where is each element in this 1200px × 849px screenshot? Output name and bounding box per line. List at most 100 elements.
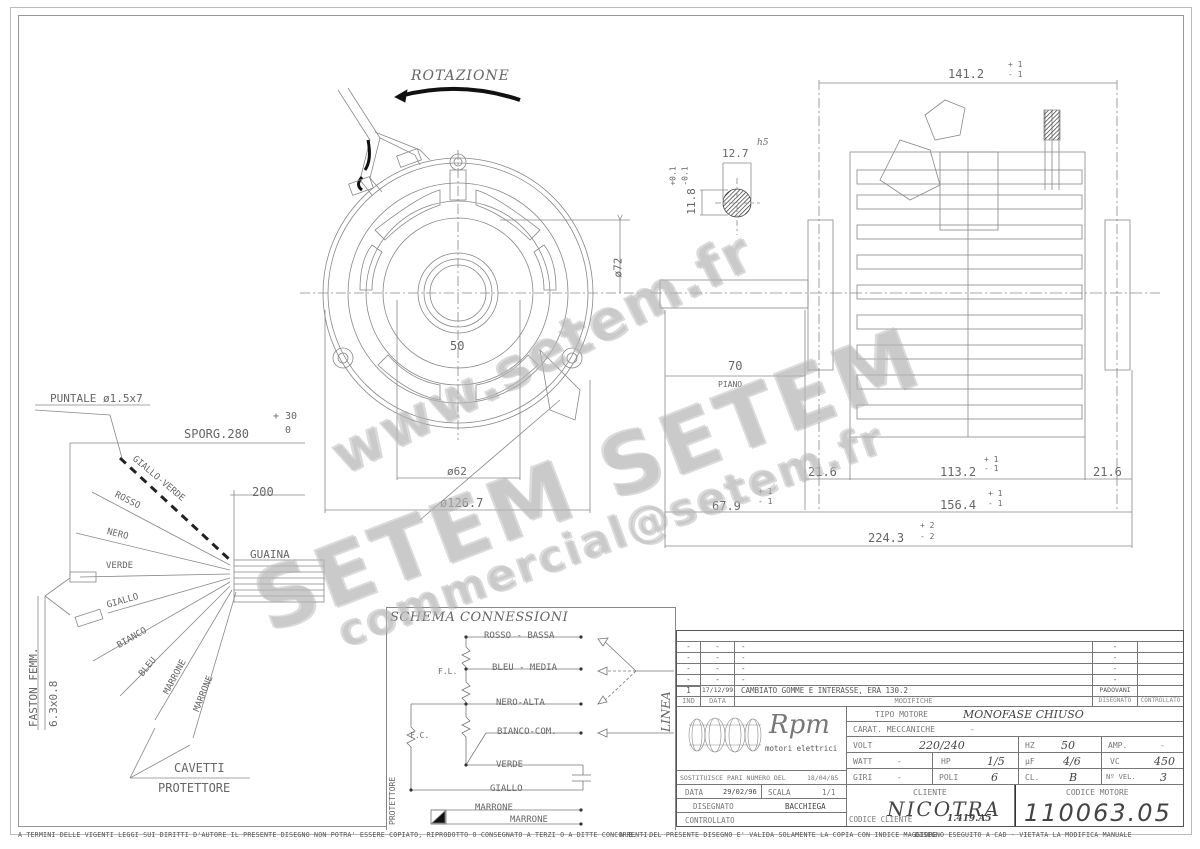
rev-ind: - [677, 664, 701, 675]
rev-ind: 1 [677, 686, 701, 697]
codice-motore-value: 110063.05 [1024, 799, 1172, 826]
rev-ind: - [677, 642, 701, 653]
footer-copyright: A TERMINI DELLE VIGENTI LEGGI SUI DIRITT… [18, 831, 652, 839]
dim-113: 113.2 [940, 465, 977, 479]
shaft-section [700, 162, 760, 235]
rev-data: 17/12/99 [701, 686, 735, 697]
giri-value: - [897, 773, 902, 782]
rev-header-disegnato: DISEGNATO [1093, 697, 1138, 707]
disegnato-cell: DISEGNATO BACCHIEGA [677, 799, 847, 813]
dim-200: 200 [252, 485, 274, 499]
watt-value: - [897, 757, 902, 766]
dim-shaft-width: 12.7 [722, 147, 749, 160]
amp-value: - [1160, 741, 1165, 750]
uf-value: 4/6 [1063, 755, 1081, 768]
dim-67-9-tol-plus: + 1 [758, 487, 773, 496]
dim-21-6-right: 21.6 [1093, 465, 1122, 479]
schema-line-rosso-bassa: ROSSO - BASSA [484, 631, 555, 641]
scala-label: SCALA [768, 788, 791, 797]
nvel-cell: Nº VEL. 3 [1102, 769, 1183, 785]
hp-value: 1/5 [987, 755, 1005, 768]
codice-cliente-label: CODICE CLIENTE [849, 815, 913, 824]
schema-line-verde: VERDE [496, 760, 524, 770]
uf-label: µF [1025, 757, 1035, 766]
codice-cliente-value: 1.419.A5 [947, 814, 992, 824]
rev-disegnato: PADOVANI [1093, 686, 1138, 697]
rev-controllato [1138, 675, 1183, 686]
disegnato-label: DISEGNATO [693, 802, 734, 811]
tipo-motore-value: MONOFASE CHIUSO [963, 708, 1084, 721]
sostituisce-cell: SOSTITUISCE PARI NUMERO DEL 18/04/85 [677, 771, 847, 785]
giri-cell: GIRI - [847, 769, 933, 785]
watt-label: WATT [853, 757, 873, 766]
hp-label: HP [941, 757, 951, 766]
cliente-cell: CLIENTE NICOTRA CODICE CLIENTE 1.419.A5 [847, 785, 1015, 826]
poli-label: POLI [939, 773, 959, 782]
cl-value: B [1069, 771, 1078, 784]
carat-value: - [970, 725, 975, 734]
disegnato-value: BACCHIEGA [785, 802, 826, 811]
vc-cell: VC 450 [1102, 753, 1183, 769]
sporg-label: SPORG.280 [184, 427, 250, 441]
tipo-motore-label: TIPO MOTORE [875, 710, 928, 719]
dim-156-4-tol-minus: - 1 [988, 499, 1003, 508]
dim-113-tol-minus: - 1 [984, 464, 999, 473]
sporg-tol-minus: 0 [285, 425, 292, 436]
carat-label: CARAT. MECCANICHE [853, 725, 935, 734]
sostituisce-date: 18/04/85 [807, 774, 839, 782]
amp-cell: AMP. - [1102, 737, 1183, 753]
schema-fl-label: F.L. [438, 667, 458, 676]
schema-title: SCHEMA CONNESSIONI [390, 610, 569, 625]
dim-50: 50 [450, 339, 465, 353]
dim-141-tol-plus: + 1 [1008, 60, 1023, 69]
volt-label: VOLT [853, 741, 873, 750]
protettore-label: PROTETTORE [158, 781, 231, 795]
logo-brand: Rpm [769, 710, 830, 740]
footer-note: N.B. - DEL PRESENTE DISEGNO E' VALIDA SO… [620, 831, 942, 839]
schema-line-marrone-1: MARRONE [475, 803, 513, 813]
rev-disegnato: - [1093, 642, 1138, 653]
rev-ind: - [677, 653, 701, 664]
dim-113-tol-plus: + 1 [984, 455, 999, 464]
dim-67-9-tol-minus: - 1 [758, 497, 773, 506]
cliente-value: NICOTRA [887, 797, 1001, 821]
rotation-label: ROTAZIONE [411, 68, 510, 84]
dim-70: 70 [728, 359, 743, 373]
controllato-cell: CONTROLLATO [677, 813, 847, 826]
volt-value: 220/240 [919, 739, 965, 752]
hp-cell: HP 1/5 [933, 753, 1019, 769]
schema-line-bianco-com: BIANCO-COM. [497, 727, 557, 737]
poli-value: 6 [991, 771, 998, 784]
cl-cell: CL. B [1019, 769, 1102, 785]
cliente-label: CLIENTE [913, 788, 947, 797]
tipo-motore-row: TIPO MOTORE MONOFASE CHIUSO [847, 707, 1183, 722]
rev-modifica: - [735, 642, 1093, 653]
dim-224-3-tol-plus: + 2 [920, 521, 935, 530]
side-view [650, 80, 1160, 548]
dim-224-3: 224.3 [868, 531, 905, 545]
dim-21-6-left: 21.6 [808, 465, 837, 479]
piano-label: PIANO [718, 380, 743, 389]
schema-line-marrone-2: MARRONE [510, 815, 548, 825]
rev-data: - [701, 664, 735, 675]
vc-label: VC [1110, 757, 1120, 766]
rev-header-ind: IND [677, 697, 701, 707]
dim-phi126: ø126.7 [440, 496, 484, 510]
amp-label: AMP. [1108, 741, 1128, 750]
scala-cell: SCALA 1/1 [762, 785, 847, 799]
dim-67-9: 67.9 [712, 499, 741, 513]
footer-cad-notice: DISEGNO ESEGUITO A CAD - VIETATA LA MODI… [915, 831, 1132, 839]
front-view [300, 87, 640, 521]
wire-label-verde: VERDE [106, 561, 134, 571]
rev-data: - [701, 675, 735, 686]
sheet-outer-border [10, 7, 1192, 835]
nvel-label: Nº VEL. [1106, 773, 1136, 781]
schema-linea-label: LINEA [659, 691, 673, 732]
codice-motore-label: CODICE MOTORE [1066, 788, 1129, 797]
hz-cell: HZ 50 [1019, 737, 1102, 753]
rev-disegnato: - [1093, 653, 1138, 664]
dim-156-4: 156.4 [940, 498, 977, 512]
logo-subtitle: motori elettrici [765, 744, 838, 753]
volt-cell: VOLT 220/240 [847, 737, 1019, 753]
dim-141-tol-minus: - 1 [1008, 70, 1023, 79]
